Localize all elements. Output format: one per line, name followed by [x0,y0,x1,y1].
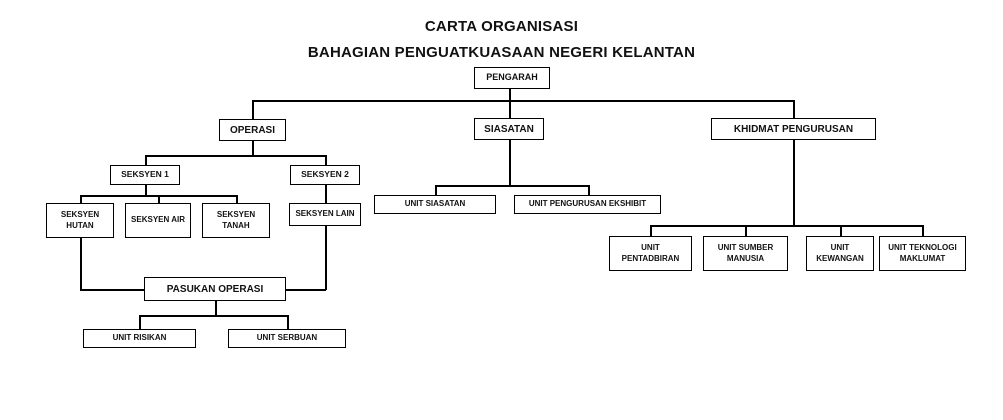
node-khidmat-pengurusan: KHIDMAT PENGURUSAN [711,118,876,140]
connector-line [80,195,82,203]
node-unit-kewangan: UNIT KEWANGAN [806,236,874,271]
connector-line [588,185,590,195]
connector-line [840,225,842,236]
node-operasi: OPERASI [219,119,286,141]
connector-line [325,185,327,203]
connector-line [252,141,254,155]
node-pasukan-operasi: PASUKAN OPERASI [144,277,286,301]
node-siasatan: SIASATAN [474,118,544,140]
connector-line [252,100,254,119]
connector-line [745,225,747,236]
node-seksyen-lain: SEKSYEN LAIN [289,203,361,226]
connector-line [793,100,795,118]
node-unit-siasatan: UNIT SIASATAN [374,195,496,214]
node-seksyen-hutan: SEKSYEN HUTAN [46,203,114,238]
connector-line [286,289,326,291]
node-seksyen-air: SEKSYEN AIR [125,203,191,238]
node-seksyen-2: SEKSYEN 2 [290,165,360,185]
connector-line [287,315,289,329]
node-seksyen-1: SEKSYEN 1 [110,165,180,185]
connector-line [435,185,437,195]
connector-line [793,140,795,225]
node-unit-pengurusan-ekshibit: UNIT PENGURUSAN EKSHIBIT [514,195,661,214]
connector-line [215,301,217,315]
node-seksyen-tanah: SEKSYEN TANAH [202,203,270,238]
connector-line [325,226,327,290]
connector-line [139,315,288,317]
connector-line [80,238,82,290]
connector-line [509,89,511,100]
connector-line [139,315,141,329]
connector-line [650,225,923,227]
connector-line [922,225,924,236]
node-unit-risikan: UNIT RISIKAN [83,329,196,348]
connector-line [435,185,589,187]
connector-line [650,225,652,236]
connector-line [252,100,794,102]
connector-line [325,155,327,165]
node-unit-teknologi-maklumat: UNIT TEKNOLOGI MAKLUMAT [879,236,966,271]
chart-title-line2: BAHAGIAN PENGUATKUASAAN NEGERI KELANTAN [307,44,696,61]
node-unit-sumber-manusia: UNIT SUMBER MANUSIA [703,236,788,271]
connector-line [145,185,147,195]
connector-line [145,155,147,165]
node-unit-pentadbiran: UNIT PENTADBIRAN [609,236,692,271]
connector-line [509,140,511,185]
node-pengarah: PENGARAH [474,67,550,89]
connector-line [158,195,160,203]
chart-title-line1: CARTA ORGANISASI [424,18,579,35]
connector-line [509,100,511,118]
connector-line [236,195,238,203]
connector-line [145,155,326,157]
connector-line [80,289,145,291]
node-unit-serbuan: UNIT SERBUAN [228,329,346,348]
